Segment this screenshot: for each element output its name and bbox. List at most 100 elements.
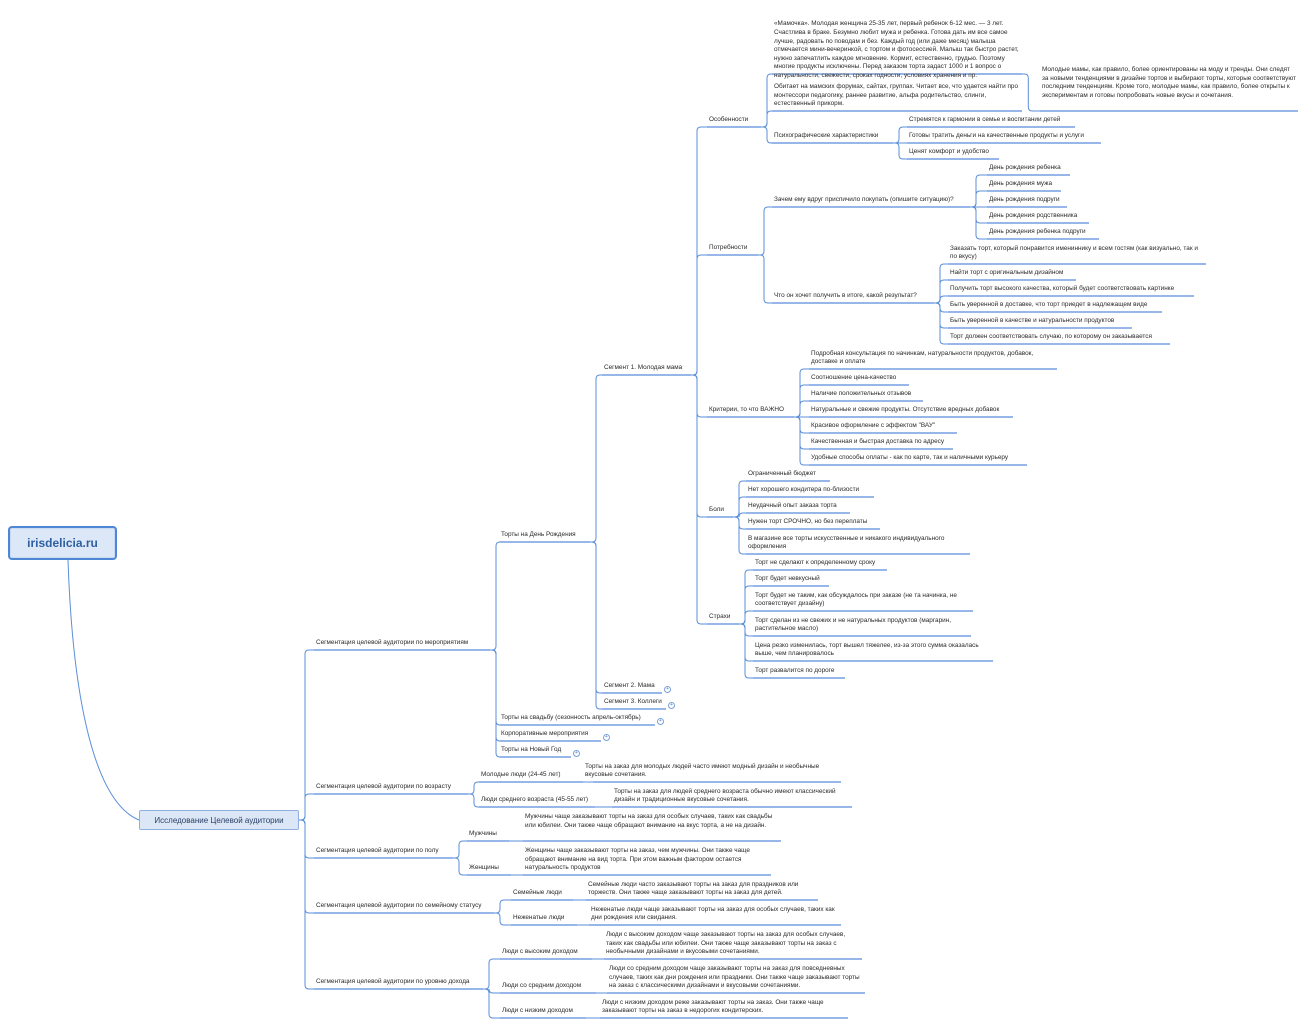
node-fear-1[interactable]: Торт не сделают к определенному сроку	[755, 559, 876, 567]
node-pain-1[interactable]: Ограниченный бюджет	[748, 470, 816, 478]
node-pains[interactable]: Боли	[709, 506, 724, 514]
node-seg-gender[interactable]: Сегментация целевой аудитории по полу	[316, 847, 439, 855]
node-inc-low[interactable]: Люди с низким доходом	[502, 1007, 573, 1015]
node-psycho-1[interactable]: Стремятся к гармонии в семье и воспитани…	[909, 116, 1061, 124]
node-crit-3[interactable]: Наличие положительных отзывов	[811, 390, 912, 398]
node-pain-2[interactable]: Нет хорошего кондитера по-близости	[748, 486, 860, 494]
connector-crit-3	[794, 400, 809, 418]
node-psycho[interactable]: Психографические характеристики	[774, 132, 879, 140]
connector-seg-income	[299, 819, 314, 990]
node-fear-2[interactable]: Торт будет невкусный	[755, 575, 820, 583]
node-persona-text[interactable]: «Мамочка». Молодая женщина 25-35 лет, пе…	[774, 20, 1019, 79]
expand-toggle-icon[interactable]: +	[657, 718, 664, 725]
node-fear-4[interactable]: Торт сделан из не свежих и не натуральны…	[755, 616, 952, 633]
connector-psycho-3	[893, 142, 907, 160]
node-result-1[interactable]: Заказать торт, который понравится именин…	[950, 244, 1198, 261]
node-features[interactable]: Особенности	[709, 116, 749, 124]
node-corporate[interactable]: Корпоративные мероприятия	[501, 730, 589, 738]
connector-single	[494, 912, 511, 926]
connector-seg3	[590, 541, 602, 710]
connector-inc-mid	[483, 988, 500, 994]
node-inc-high-t[interactable]: Люди с высоким доходом чаще заказывают т…	[606, 931, 846, 956]
connector-pains	[691, 374, 707, 518]
connector-inc-high	[483, 958, 500, 990]
node-fear-5[interactable]: Цена резко изменилась, торт вышел тяжеле…	[755, 641, 979, 658]
node-newyear[interactable]: Торты на Новый Год	[501, 746, 562, 754]
node-crit-7[interactable]: Удобные способы оплаты - как по карте, т…	[811, 454, 1009, 462]
node-result-6[interactable]: Торт должен соответствовать случаю, по к…	[950, 333, 1152, 341]
node-inc-mid[interactable]: Люди со средним доходом	[502, 982, 582, 990]
node-age-young-t[interactable]: Торты на заказ для молодых людей часто и…	[585, 762, 820, 779]
connector-age-young	[468, 781, 479, 795]
node-result-2[interactable]: Найти торт с оригинальным дизайном	[950, 269, 1064, 277]
node-persona-text2[interactable]: Обитает на мамских форумах, сайтах, груп…	[774, 83, 1019, 108]
connector-why-2	[970, 190, 987, 208]
node-age-mid[interactable]: Люди среднего возраста (45-55 лет)	[481, 796, 589, 804]
node-crit-5[interactable]: Красивое оформление с эффектом "ВАУ"	[811, 422, 936, 430]
node-result-5[interactable]: Быть уверенной в качестве и натуральност…	[950, 317, 1115, 325]
node-family[interactable]: Семейные люди	[513, 889, 562, 897]
connector-result-6	[934, 302, 948, 345]
connector-trends-note	[1022, 73, 1040, 112]
node-age-mid-t[interactable]: Торты на заказ для людей среднего возрас…	[614, 787, 836, 804]
expand-toggle-icon[interactable]: +	[664, 686, 671, 693]
node-fear-3[interactable]: Торт будет не таким, как обсуждалось при…	[755, 591, 957, 608]
node-why[interactable]: Зачем ему вдруг приспичило покупать (опи…	[774, 196, 954, 204]
node-crit-6[interactable]: Качественная и быстрая доставка по адрес…	[811, 438, 945, 446]
node-crit-2[interactable]: Соотношение цена-качество	[811, 374, 897, 382]
expand-toggle-icon[interactable]: +	[603, 734, 610, 741]
node-age-young[interactable]: Молодые люди (24-45 лет)	[481, 771, 561, 779]
expand-toggle-icon[interactable]: +	[668, 702, 675, 709]
node-seg3[interactable]: Сегмент 3. Коллеги	[604, 698, 662, 706]
root-topic[interactable]: irisdelicia.ru	[8, 526, 117, 560]
node-trends-note[interactable]: Молодые мамы, как правило, более ориенти…	[1042, 66, 1296, 99]
node-criteria[interactable]: Критерии, то что ВАЖНО	[709, 406, 784, 414]
node-women-t[interactable]: Женщины чаще заказывают торты на заказ, …	[525, 847, 750, 872]
node-psycho-2[interactable]: Готовы тратить деньги на качественные пр…	[909, 132, 1084, 140]
connector-fear-6	[739, 623, 753, 679]
node-bday[interactable]: Торты на День Рождения	[501, 531, 576, 539]
node-result-3[interactable]: Получить торт высокого качества, который…	[950, 285, 1175, 293]
node-fears[interactable]: Страхи	[709, 613, 731, 621]
node-seg-events[interactable]: Сегментация целевой аудитории по меропри…	[316, 639, 469, 647]
main-topic[interactable]: Исследование Целевой аудитории	[139, 810, 299, 830]
connector-family	[494, 899, 511, 914]
connector-fear-3	[739, 610, 753, 625]
node-inc-high[interactable]: Люди с высоким доходом	[502, 948, 578, 956]
node-seg-age[interactable]: Сегментация целевой аудитории по возраст…	[316, 783, 451, 791]
connector-seg-family	[299, 819, 314, 914]
connector-fear-1	[739, 569, 753, 625]
node-fear-6[interactable]: Торт развалится по дороге	[755, 667, 835, 675]
node-crit-4[interactable]: Натуральные и свежие продукты. Отсутстви…	[811, 406, 1000, 414]
node-pain-5[interactable]: В магазине все торты искусственные и ник…	[748, 534, 945, 551]
node-pain-3[interactable]: Неудачный опыт заказа торта	[748, 502, 837, 510]
node-seg1[interactable]: Сегмент 1. Молодая мама	[604, 364, 683, 372]
node-why-1[interactable]: День рождения ребенка	[989, 164, 1061, 172]
node-seg-income[interactable]: Сегментация целевой аудитории по уровню …	[316, 978, 470, 986]
connector-criteria	[691, 374, 707, 418]
node-inc-mid-t[interactable]: Люди со средним доходом чаще заказывают …	[609, 965, 860, 990]
node-women[interactable]: Женщины	[469, 864, 499, 872]
node-wedding[interactable]: Торты на свадьбу (сезонность апрель-октя…	[501, 714, 641, 722]
node-men[interactable]: Мужчины	[469, 830, 497, 838]
node-crit-1[interactable]: Подробная консультация по начинкам, нату…	[811, 349, 1034, 366]
node-seg-family[interactable]: Сегментация целевой аудитории по семейно…	[316, 902, 482, 910]
node-psycho-3[interactable]: Ценят комфорт и удобство	[909, 148, 989, 156]
node-needs[interactable]: Потребности	[709, 244, 748, 252]
expand-toggle-icon[interactable]: +	[573, 750, 580, 757]
connector-features	[691, 126, 707, 376]
node-men-t[interactable]: Мужчины чаще заказывают торты на заказ д…	[525, 813, 773, 829]
node-why-2[interactable]: День рождения мужа	[989, 180, 1053, 188]
node-result-4[interactable]: Быть уверенной в доставке, что торт прие…	[950, 301, 1148, 309]
node-inc-low-t[interactable]: Люди с низким доходом реже заказывают то…	[602, 998, 824, 1015]
node-result[interactable]: Что он хочет получить в итоге, какой рез…	[774, 292, 917, 300]
node-seg2[interactable]: Сегмент 2. Мама	[604, 682, 655, 690]
node-single[interactable]: Неженатые люди	[513, 914, 565, 922]
node-single-t[interactable]: Неженатые люди чаще заказывают торты на …	[591, 905, 835, 922]
node-why-4[interactable]: День рождения родственника	[989, 212, 1078, 220]
node-why-5[interactable]: День рождения ребенка подруги	[989, 228, 1086, 236]
node-family-t[interactable]: Семейные люди часто заказывают торты на …	[588, 880, 799, 897]
node-why-3[interactable]: День рождения подруги	[989, 196, 1060, 204]
node-pain-4[interactable]: Нужен торт СРОЧНО, но без переплаты	[748, 518, 868, 526]
